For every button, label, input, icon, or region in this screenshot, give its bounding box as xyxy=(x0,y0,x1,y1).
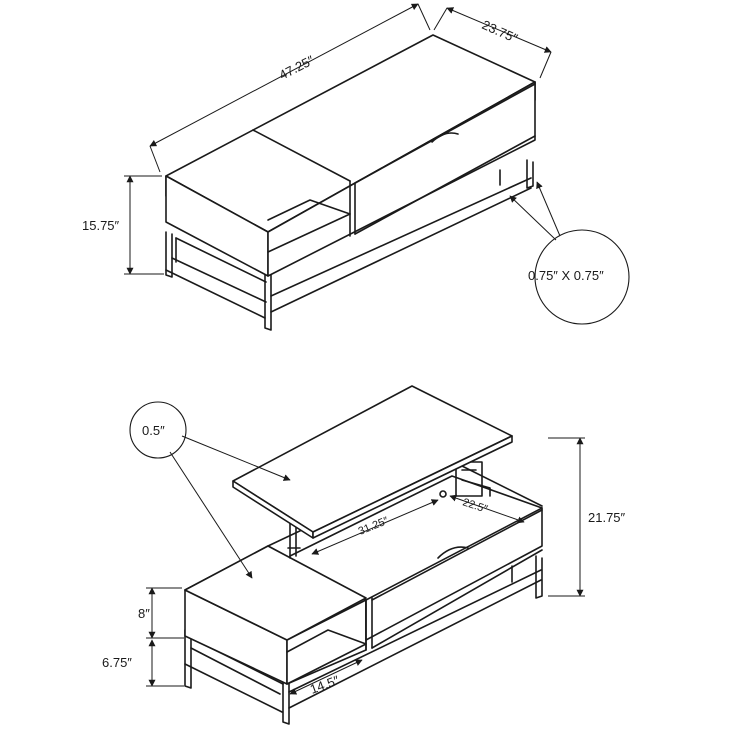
thickness-detail-circle xyxy=(129,401,187,459)
thickness-label: 0.5″ xyxy=(142,423,165,438)
lift-mechanism xyxy=(287,461,491,559)
inner-depth-label: 22.5″ xyxy=(461,496,489,515)
inner-width-label: 31.25″ xyxy=(357,515,391,538)
base-height-label: 6.75″ xyxy=(102,655,132,670)
drawer-height-label: 8″ xyxy=(138,606,150,621)
width-label: 47.25″ xyxy=(277,52,317,82)
leg-size-label: 0.75″ X 0.75″ xyxy=(528,268,604,283)
height-label: 15.75″ xyxy=(82,218,120,233)
lifted-height-label: 21.75″ xyxy=(588,510,626,525)
shelf-width-label: 14.5″ xyxy=(308,672,342,696)
top-table-frame xyxy=(165,159,534,331)
top-table: 47.25″ 23.75″ 15.75″ 0.75″ X 0.75″ xyxy=(82,3,630,331)
leg-detail-circle xyxy=(534,229,630,325)
bottom-table: 0.5″ 21.75″ 31.25″ 22.5″ 8″ 6.75″ 14.5″ xyxy=(102,385,626,725)
depth-label: 23.75″ xyxy=(480,17,520,46)
top-table-body xyxy=(165,34,536,277)
